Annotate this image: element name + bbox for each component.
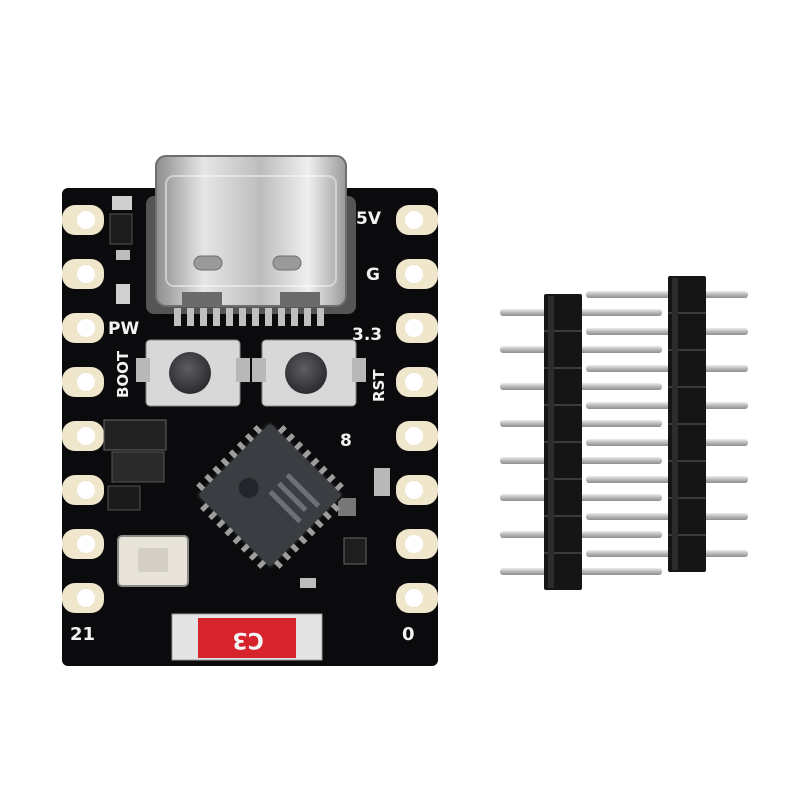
chip-pin bbox=[285, 433, 296, 443]
header-pin bbox=[586, 291, 748, 298]
chip-pin bbox=[256, 559, 267, 569]
usb-c-connector bbox=[146, 155, 356, 326]
pad-hole bbox=[77, 211, 95, 229]
boot-button[interactable] bbox=[136, 339, 250, 407]
chip-pin bbox=[318, 465, 328, 475]
pad-hole bbox=[405, 211, 423, 229]
esp32-c3-board: 5V G PW 3.3 BOOT RST 8 21 0 C3 bbox=[62, 155, 438, 666]
label-0: 0 bbox=[402, 624, 415, 645]
chip-pin bbox=[322, 510, 332, 521]
chip-pin bbox=[212, 465, 222, 475]
chip-pin bbox=[334, 481, 344, 492]
pin-header-left bbox=[500, 294, 662, 590]
chip-pin bbox=[220, 457, 230, 467]
pad-hole bbox=[405, 481, 423, 499]
chip-pin bbox=[240, 543, 250, 553]
chip-pin bbox=[294, 441, 304, 451]
pad-column-left bbox=[62, 205, 104, 613]
header-pin bbox=[586, 402, 748, 409]
chip-pin bbox=[282, 551, 292, 561]
header-highlight bbox=[672, 278, 678, 570]
chip-pin bbox=[248, 551, 258, 561]
chip-pin bbox=[199, 502, 210, 512]
pad-hole bbox=[77, 373, 95, 391]
smd-components bbox=[103, 196, 390, 588]
chip-pin bbox=[253, 424, 263, 435]
pad-hole bbox=[405, 265, 423, 283]
usb-pin bbox=[265, 308, 272, 326]
label-8: 8 bbox=[340, 431, 352, 451]
label-rst: RST bbox=[370, 369, 388, 402]
pad-hole bbox=[405, 535, 423, 553]
chip-pin bbox=[273, 559, 284, 569]
chip-pin bbox=[290, 543, 300, 553]
label-g: G bbox=[366, 265, 380, 285]
pad-hole bbox=[405, 427, 423, 445]
header-pin bbox=[586, 365, 748, 372]
chip-pin bbox=[298, 535, 308, 545]
header-pin bbox=[586, 513, 748, 520]
header-pin bbox=[586, 328, 748, 335]
pad-hole bbox=[77, 589, 95, 607]
chip-pin bbox=[306, 527, 316, 537]
pad-hole bbox=[77, 481, 95, 499]
pad-hole bbox=[77, 319, 95, 337]
chip-pin bbox=[204, 473, 214, 483]
c3-badge bbox=[171, 613, 323, 661]
chip-pin bbox=[216, 519, 226, 529]
header-pin bbox=[586, 550, 748, 557]
pad-hole bbox=[405, 319, 423, 337]
label-3v3: 3.3 bbox=[352, 325, 382, 345]
pad-hole bbox=[405, 373, 423, 391]
usb-pin bbox=[239, 308, 246, 326]
usb-pin bbox=[278, 308, 285, 326]
usb-pin bbox=[200, 308, 207, 326]
usb-pin bbox=[317, 308, 324, 326]
label-pw: PW bbox=[108, 319, 139, 339]
crystal-oscillator bbox=[117, 535, 189, 587]
reset-button[interactable] bbox=[252, 339, 366, 407]
header-pin bbox=[586, 439, 748, 446]
chip-pin bbox=[228, 449, 238, 459]
esp32-c3-chip bbox=[196, 422, 344, 569]
chip-pin bbox=[208, 510, 218, 521]
chip-pin bbox=[236, 441, 246, 451]
pin-header-right bbox=[586, 276, 748, 572]
chip-pin bbox=[302, 449, 312, 459]
chip-pin bbox=[314, 519, 324, 529]
usb-pin bbox=[291, 308, 298, 326]
usb-pin bbox=[252, 308, 259, 326]
label-5v: 5V bbox=[356, 209, 382, 229]
pad-hole bbox=[405, 589, 423, 607]
chip-pin bbox=[330, 502, 341, 512]
chip-pin bbox=[326, 473, 336, 483]
usb-pin bbox=[226, 308, 233, 326]
label-boot: BOOT bbox=[114, 350, 132, 398]
usb-pin bbox=[304, 308, 311, 326]
usb-pin bbox=[187, 308, 194, 326]
pad-column-right bbox=[396, 205, 438, 613]
chip-pin bbox=[277, 424, 287, 435]
usb-pin bbox=[174, 308, 181, 326]
header-highlight bbox=[548, 296, 554, 588]
pad-hole bbox=[77, 535, 95, 553]
usb-pin bbox=[213, 308, 220, 326]
badge-text: C3 bbox=[232, 627, 263, 652]
chip-pin bbox=[244, 433, 255, 443]
label-21: 21 bbox=[70, 624, 95, 645]
chip-pin bbox=[224, 527, 234, 537]
chip-pin bbox=[232, 535, 242, 545]
chip-pin bbox=[310, 457, 320, 467]
header-pin bbox=[586, 476, 748, 483]
chip-pin bbox=[196, 481, 206, 492]
pad-hole bbox=[77, 427, 95, 445]
pad-hole bbox=[77, 265, 95, 283]
